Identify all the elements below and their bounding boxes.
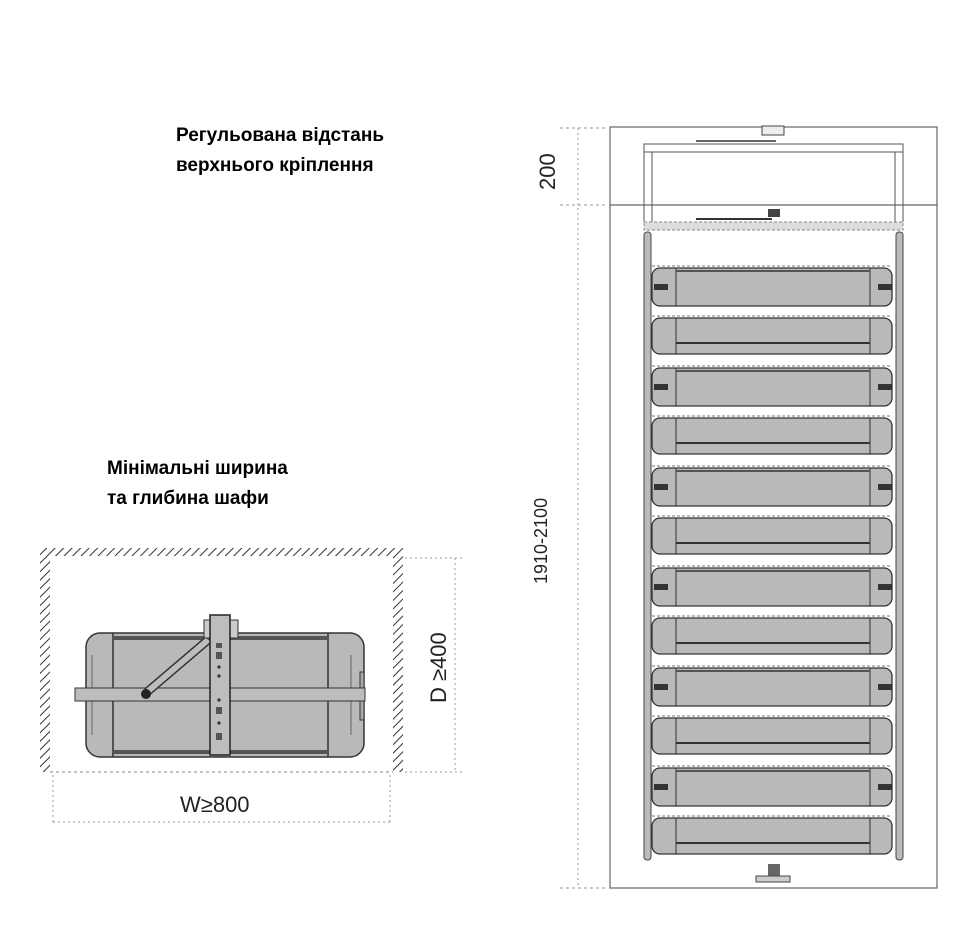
tray [651,415,893,455]
tray [651,265,893,307]
height-range-label: 1910-2100 [531,498,551,584]
depth-label: D ≥400 [426,632,451,703]
caption-top-mount: Регульована відстань верхнього кріплення [176,121,384,181]
caption-line: Мінімальні ширина [107,458,288,479]
tray [651,665,893,707]
caption-line: верхнього кріплення [176,155,374,176]
post-left [643,231,652,861]
wall-right [393,548,403,772]
caption-line: та глибина шафи [107,488,269,509]
tray-stack [651,265,893,855]
wall-left [40,548,50,772]
tray [651,365,893,407]
post-plan [209,614,231,756]
top-gap-label: 200 [535,153,560,190]
tray [651,315,893,355]
width-label: W≥800 [180,792,250,817]
tray [651,515,893,555]
caption-min-size: Мінімальні ширина та глибина шафи [107,454,288,514]
post-right [895,231,904,861]
tray [651,815,893,855]
tray [651,765,893,807]
tray [651,615,893,655]
tray [651,465,893,507]
caption-line: Регульована відстань [176,125,385,146]
elevation-view [560,125,938,889]
plan-view [40,548,465,825]
wall-top [40,548,403,556]
tray [651,565,893,607]
tray [651,715,893,755]
